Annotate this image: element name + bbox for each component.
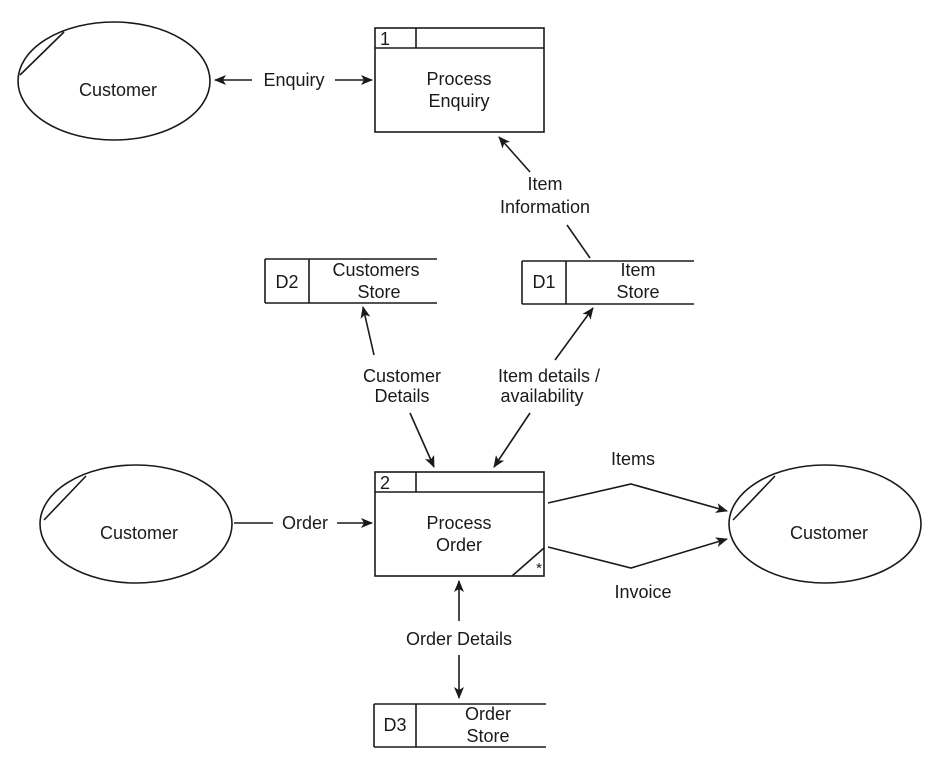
process-box xyxy=(374,471,545,577)
store-name-line1: Customers xyxy=(332,260,419,280)
customer-label: Customer xyxy=(100,523,178,543)
store-customers[interactable]: D2 Customers Store xyxy=(264,258,437,304)
flow-item-availability-up xyxy=(554,307,594,361)
flow-enquiry-label: Enquiry xyxy=(263,70,324,90)
flow-item-information: Item Information xyxy=(498,136,591,259)
flow-item-availability-line2: availability xyxy=(500,386,583,406)
flow-invoice: Invoice xyxy=(547,537,728,602)
process-name-line2: Enquiry xyxy=(428,91,489,111)
process-marker: * xyxy=(536,560,542,577)
flow-order: Order xyxy=(234,513,373,533)
customer-label: Customer xyxy=(79,80,157,100)
flow-customer-details-line1: Customer xyxy=(363,366,441,386)
flow-order-details-label: Order Details xyxy=(406,629,512,649)
process-id: 2 xyxy=(380,473,390,493)
store-item[interactable]: D1 Item Store xyxy=(521,260,694,305)
flow-item-availability: Item details / availability xyxy=(493,307,600,468)
flow-customer-details-down xyxy=(409,412,435,468)
process-order[interactable]: 2 * Process Order xyxy=(374,471,545,577)
flow-enquiry: Enquiry xyxy=(214,70,373,90)
customer-entity-left[interactable]: Customer xyxy=(39,464,233,584)
customer-entity-top[interactable]: Customer xyxy=(17,21,211,141)
process-name-line1: Process xyxy=(426,69,491,89)
flow-items-line xyxy=(547,483,728,513)
store-order[interactable]: D3 Order Store xyxy=(373,703,546,748)
flow-item-info-line1: Item xyxy=(527,174,562,194)
flow-order-details: Order Details xyxy=(406,580,512,699)
store-name-line2: Store xyxy=(466,726,509,746)
process-corner-line xyxy=(511,547,545,577)
store-name-line2: Store xyxy=(357,282,400,302)
store-id: D1 xyxy=(532,272,555,292)
store-name-line1: Item xyxy=(620,260,655,280)
process-name-line2: Order xyxy=(436,535,482,555)
flow-items: Items xyxy=(547,449,728,513)
process-id: 1 xyxy=(380,29,390,49)
flow-invoice-label: Invoice xyxy=(614,582,671,602)
store-id: D2 xyxy=(275,272,298,292)
process-box xyxy=(374,27,545,133)
flow-item-info-line2: Information xyxy=(500,197,590,217)
customer-ellipse xyxy=(17,21,211,141)
flow-customer-details: Customer Details xyxy=(360,306,441,468)
store-id: D3 xyxy=(383,715,406,735)
flow-invoice-line xyxy=(547,537,728,569)
duplicate-mark xyxy=(732,475,776,521)
customer-ellipse xyxy=(728,464,922,584)
process-enquiry[interactable]: 1 Process Enquiry xyxy=(374,27,545,133)
flow-customer-details-up xyxy=(360,306,375,356)
flow-item-info-head xyxy=(498,136,531,173)
flow-items-label: Items xyxy=(611,449,655,469)
flow-item-info-tail xyxy=(566,224,591,259)
duplicate-mark xyxy=(43,475,87,521)
flow-order-label: Order xyxy=(282,513,328,533)
flow-customer-details-line2: Details xyxy=(374,386,429,406)
customer-label: Customer xyxy=(790,523,868,543)
duplicate-mark xyxy=(19,31,65,76)
process-name-line1: Process xyxy=(426,513,491,533)
customer-entity-right[interactable]: Customer xyxy=(728,464,922,584)
flow-item-availability-line1: Item details / xyxy=(498,366,600,386)
store-name-line2: Store xyxy=(616,282,659,302)
store-name-line1: Order xyxy=(465,704,511,724)
flow-item-availability-down xyxy=(493,412,531,468)
customer-ellipse xyxy=(39,464,233,584)
